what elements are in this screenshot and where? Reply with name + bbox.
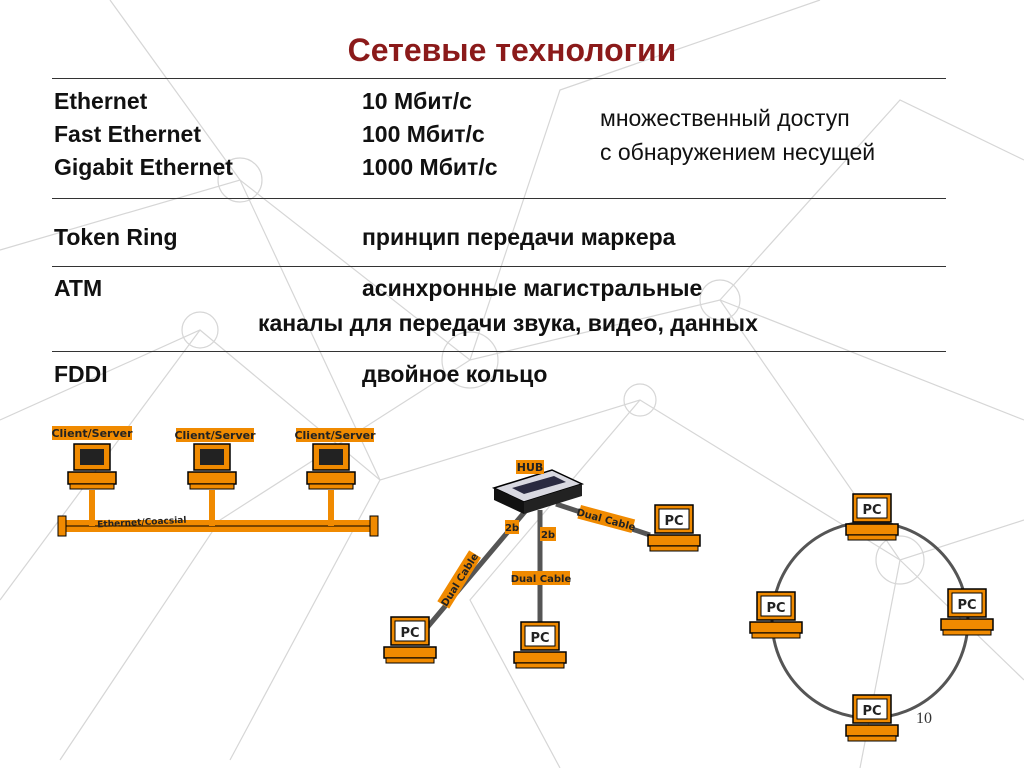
atm-name: ATM <box>54 275 103 301</box>
ethernet-description-line2: с обнаружением несущей <box>600 139 876 165</box>
gigabit-ethernet-name: Gigabit Ethernet <box>54 154 233 180</box>
port-label-2: 2b <box>541 530 555 541</box>
divider-atm <box>52 351 946 352</box>
hub-label: HUB <box>517 461 544 474</box>
hub <box>491 469 585 514</box>
dual-cable-label-middle: Dual Cable <box>511 574 572 585</box>
dual-cable-label-left: Dual Cable <box>440 552 482 609</box>
ring-pc-top-label: PC <box>862 503 881 518</box>
atm-description-line2: каналы для передачи звука, видео, данных <box>258 310 758 336</box>
bus-station-2 <box>187 443 237 490</box>
atm-description-line1: асинхронные магистральные <box>362 275 703 301</box>
token-ring-name: Token Ring <box>54 224 178 250</box>
ring-pc-left-label: PC <box>766 601 785 616</box>
bus-station-3 <box>306 443 356 490</box>
bus-topology: Client/Server Client/Server Client/Serve… <box>51 426 379 537</box>
ring-pc-right-label: PC <box>957 598 976 613</box>
ethernet-description-line1: множественный доступ <box>600 105 850 131</box>
port-label-1: 2b <box>505 523 519 534</box>
network-topologies-diagram: Client/Server Client/Server Client/Serve… <box>51 426 994 742</box>
divider-ethernet <box>52 198 946 199</box>
ring-pc-bottom-label: PC <box>862 704 881 719</box>
page-number: 10 <box>916 710 932 727</box>
bus-station-label-1: Client/Server <box>51 427 133 440</box>
bus-station-1 <box>67 443 117 490</box>
ring-topology: PC PC PC PC <box>749 493 994 742</box>
bus-station-label-3: Client/Server <box>294 429 376 442</box>
star-pc-bottom-label: PC <box>530 631 549 646</box>
star-topology: HUB 2b 2b Dual Cable Dual Cable Dual Cab… <box>383 460 701 669</box>
star-pc-left-label: PC <box>400 626 419 641</box>
ethernet-speed: 10 Мбит/с <box>362 88 472 114</box>
bus-station-label-2: Client/Server <box>174 429 256 442</box>
token-ring-description: принцип передачи маркера <box>362 224 676 250</box>
ethernet-name: Ethernet <box>54 88 148 114</box>
fast-ethernet-speed: 100 Мбит/с <box>362 121 485 147</box>
divider-top <box>52 78 946 79</box>
bus-cable-label: Ethernet/Coacsial <box>97 516 187 531</box>
slide-title: Сетевые технологии <box>347 32 677 68</box>
dual-cable-label-right: Dual Cable <box>575 507 637 533</box>
star-pc-right-label: PC <box>664 514 683 529</box>
fast-ethernet-name: Fast Ethernet <box>54 121 201 147</box>
divider-token-ring <box>52 266 946 267</box>
fddi-name: FDDI <box>54 361 108 387</box>
gigabit-ethernet-speed: 1000 Мбит/с <box>362 154 498 180</box>
fddi-description: двойное кольцо <box>362 361 548 387</box>
